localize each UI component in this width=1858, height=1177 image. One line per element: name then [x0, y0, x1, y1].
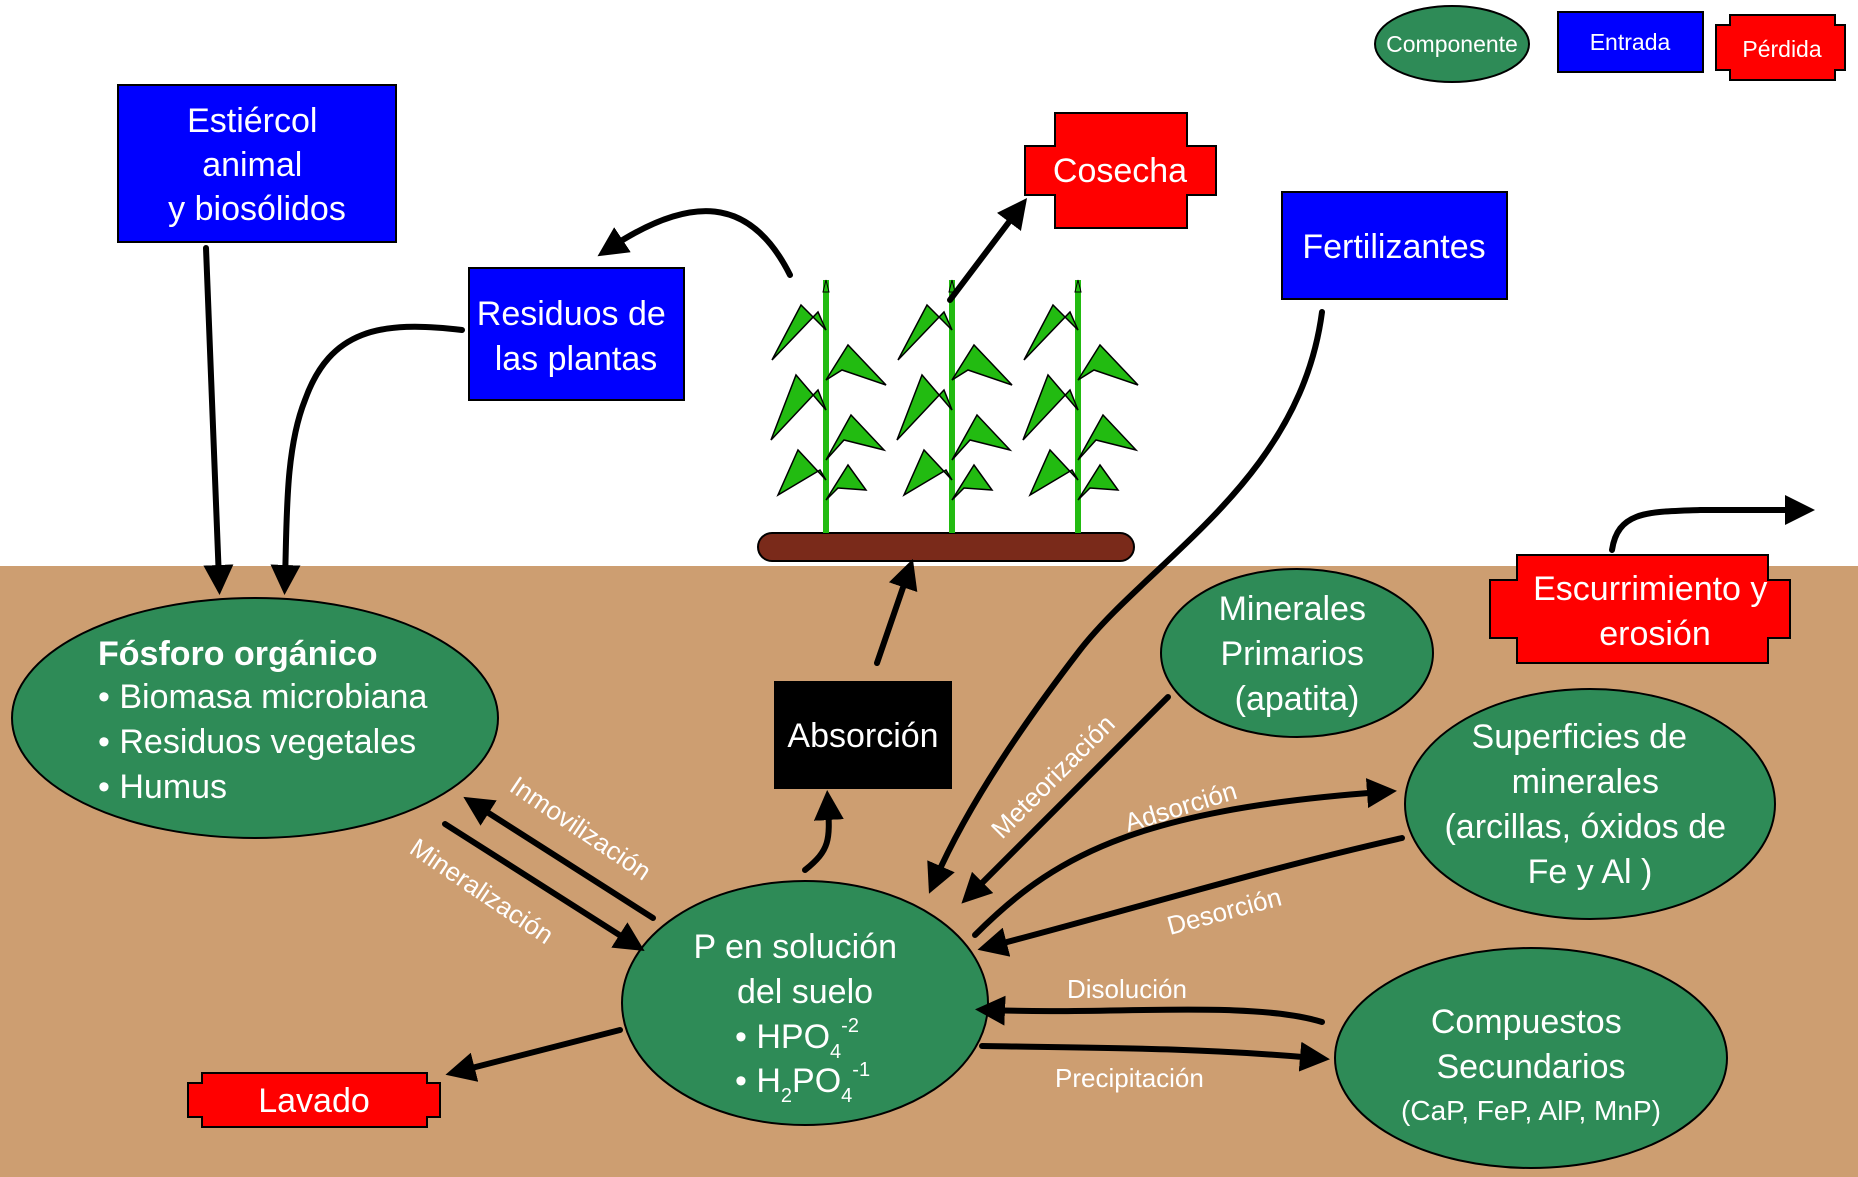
organic-phosphorus-items: • Biomasa microbiana • Residuos vegetale… — [98, 678, 437, 806]
plant-icon — [1022, 279, 1139, 533]
immobilization-arrow — [463, 796, 656, 921]
fertilizers-label: Fertilizantes — [1302, 228, 1485, 266]
mineral-surfaces-label: Superficies de minerales (arcillas, óxid… — [1444, 718, 1735, 891]
manure-line: Estiércol — [187, 102, 317, 140]
organic-phosphorus-item: • Biomasa microbiana — [98, 678, 427, 716]
manure-label: Estiércol animal y biosólidos — [168, 102, 346, 228]
primary-minerals-label: Minerales Primarios (apatita) — [1219, 590, 1376, 718]
h2po4-middle: PO — [792, 1062, 841, 1100]
solution-phosphorus-line: del suelo — [737, 973, 873, 1011]
hpo4-subscript: 4 — [830, 1041, 841, 1063]
flow-arrows — [203, 198, 1815, 1082]
solution-to-absorption-arrow — [802, 790, 844, 873]
precipitation-label: Precipitación — [1055, 1063, 1204, 1093]
ground-strip — [757, 532, 1135, 562]
plant-residues-line: Residuos de — [477, 295, 666, 333]
primary-minerals-line: (apatita) — [1235, 680, 1360, 718]
legend-component-label: Componente — [1386, 31, 1518, 57]
primary-minerals-line: Primarios — [1220, 635, 1364, 673]
secondary-compounds-line: Compuestos — [1431, 1003, 1622, 1041]
legend-input-swatch — [1557, 11, 1704, 73]
leaching-arrow — [445, 1027, 623, 1082]
secondary-compounds-line: Secundarios — [1436, 1048, 1625, 1086]
mineral-surfaces-line: (arcillas, óxidos de — [1444, 808, 1726, 846]
dissolution-label: Disolución — [1067, 974, 1187, 1004]
hpo4-base: • HPO — [735, 1018, 830, 1056]
harvest-arrow — [947, 198, 1028, 303]
mineralization-arrow — [442, 821, 645, 952]
harvest-loss-shape — [1024, 112, 1217, 229]
organic-phosphorus-node — [11, 597, 499, 839]
plant-residues-line: las plantas — [495, 340, 658, 378]
plant-icon — [770, 279, 887, 533]
hpo4-ion: • HPO4-2 — [735, 1015, 859, 1063]
primary-minerals-line: Minerales — [1219, 590, 1366, 628]
crop-plants-icon — [770, 279, 1139, 533]
legend-loss-swatch — [1715, 14, 1846, 81]
harvest-label: Cosecha — [1053, 152, 1187, 190]
desorption-arrow — [977, 835, 1405, 957]
legend-component-swatch — [1374, 5, 1530, 83]
adsorption-arrow — [972, 778, 1397, 938]
uptake-arrow — [874, 558, 918, 666]
runoff-loss-shape — [1489, 554, 1791, 664]
leaching-label: Lavado — [258, 1082, 370, 1120]
runoff-label: Escurrimiento y erosión — [1533, 570, 1777, 653]
solution-phosphorus-label: P en solución del suelo — [694, 928, 907, 1011]
plant-residues-input-box — [468, 267, 685, 401]
organic-phosphorus-title: Fósforo orgánico — [98, 635, 378, 673]
secondary-compounds-detail: (CaP, FeP, AlP, MnP) — [1401, 1095, 1661, 1126]
organic-phosphorus-item: • Residuos vegetales — [98, 723, 416, 761]
h2po4-subscript: 2 — [781, 1085, 792, 1107]
precipitation-arrow — [979, 1041, 1330, 1072]
plant-icon — [896, 279, 1013, 533]
mineral-surfaces-line: Superficies de — [1472, 718, 1687, 756]
plant-residues-label: Residuos de las plantas — [477, 295, 675, 378]
h2po4-superscript: -1 — [852, 1059, 870, 1081]
solution-phosphorus-line: P en solución — [694, 928, 898, 966]
organic-phosphorus-item: • Humus — [98, 768, 227, 806]
secondary-compounds-node — [1334, 947, 1728, 1169]
dissolution-arrow — [975, 995, 1325, 1026]
h2po4-subscript: 4 — [841, 1085, 852, 1107]
absorption-label: Absorción — [787, 717, 938, 755]
fertilizers-input-box — [1281, 191, 1508, 300]
fertilizer-arrow — [927, 309, 1325, 894]
hpo4-superscript: -2 — [841, 1015, 859, 1037]
h2po4-ion: • H2PO4-1 — [735, 1059, 870, 1107]
absorption-box — [774, 681, 952, 789]
residues-arrow — [270, 323, 465, 595]
primary-minerals-node — [1160, 568, 1434, 738]
manure-arrow — [203, 245, 234, 595]
runoff-line: erosión — [1599, 615, 1711, 653]
runoff-arrow — [1609, 495, 1815, 553]
runoff-line: Escurrimiento y — [1533, 570, 1767, 608]
manure-line: y biosólidos — [168, 190, 346, 228]
legend: Componente Entrada Pérdida — [1374, 5, 1846, 83]
mineral-surfaces-line: minerales — [1512, 763, 1659, 801]
weathering-arrow — [961, 694, 1171, 904]
manure-line: animal — [202, 146, 302, 184]
legend-input-label: Entrada — [1590, 29, 1671, 55]
leaching-loss-shape — [187, 1072, 441, 1128]
secondary-compounds-label: Compuestos Secundarios — [1431, 1003, 1631, 1086]
mineral-surfaces-line: Fe y Al ) — [1528, 853, 1653, 891]
plant-to-residues-arrow — [597, 208, 793, 278]
h2po4-base: • H — [735, 1062, 781, 1100]
mineral-surfaces-node — [1404, 688, 1776, 920]
legend-loss-label: Pérdida — [1742, 36, 1821, 62]
manure-input-box — [117, 84, 397, 243]
